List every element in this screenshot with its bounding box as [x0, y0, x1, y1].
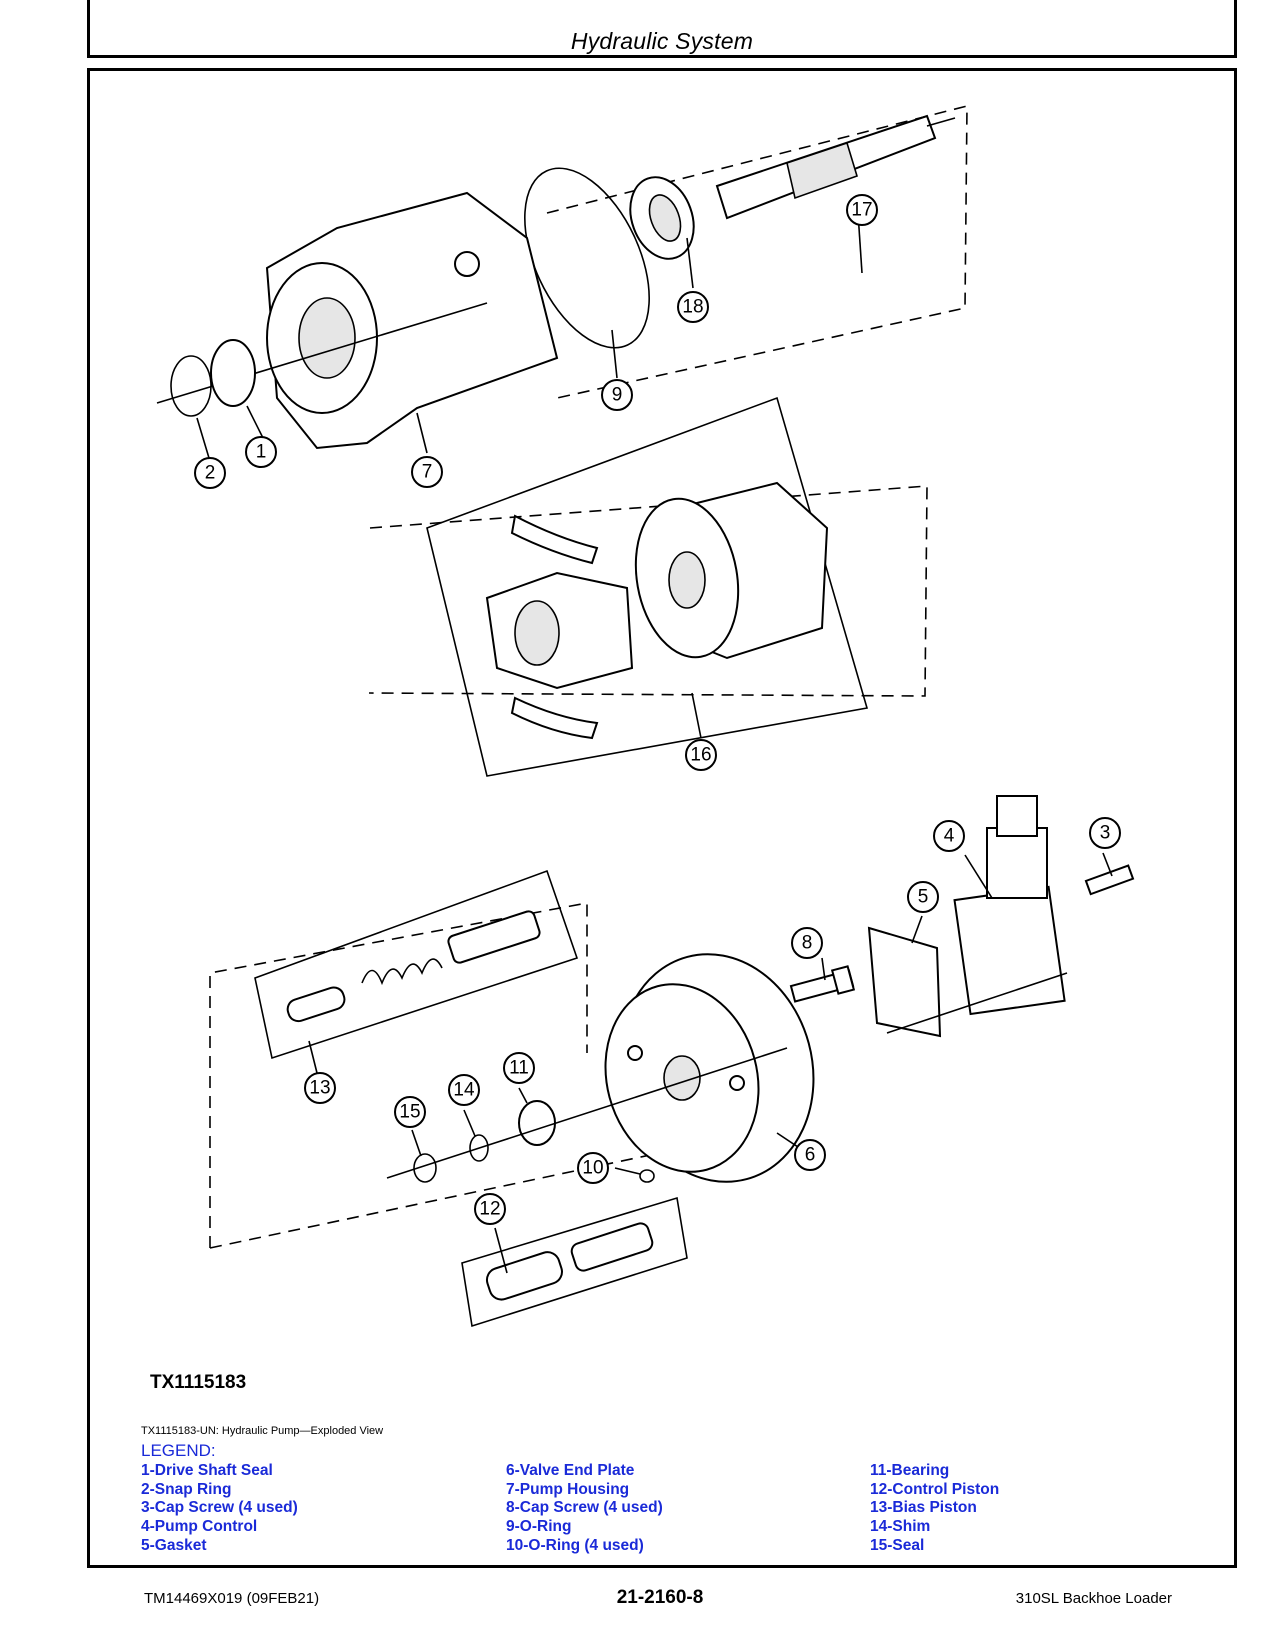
- control-piston-drawing: [485, 1222, 654, 1301]
- footer-doc-code: TM14469X019 (09FEB21): [144, 1590, 320, 1607]
- svg-text:6: 6: [805, 1145, 816, 1166]
- callout-8: 8: [791, 927, 823, 959]
- bias-piston-drawing: [286, 910, 541, 1023]
- svg-text:15: 15: [399, 1102, 420, 1123]
- svg-text:14: 14: [453, 1080, 475, 1101]
- svg-text:12: 12: [479, 1199, 500, 1220]
- bias-piston-box: [254, 869, 579, 1060]
- svg-text:16: 16: [690, 745, 711, 766]
- callout-16: 16: [685, 739, 717, 771]
- legend-item: 10-O-Ring (4 used): [506, 1536, 644, 1554]
- control-group-dashed-bottom: [209, 1142, 708, 1249]
- legend-item: 3-Cap Screw (4 used): [141, 1499, 298, 1517]
- legend-item: 11-Bearing: [870, 1462, 950, 1479]
- legend-item: 2-Snap Ring: [141, 1480, 232, 1498]
- callout-13: 13: [304, 1072, 336, 1104]
- swashplate-drawing: [485, 514, 634, 740]
- legend-item: 13-Bias Piston: [870, 1499, 977, 1517]
- control-group-dashed-box: [209, 902, 588, 1248]
- callout-4: 4: [933, 820, 965, 852]
- legend-heading: LEGEND:: [141, 1441, 216, 1460]
- callout-7: 7: [411, 456, 443, 488]
- callout-3: 3: [1089, 817, 1121, 849]
- svg-text:17: 17: [851, 200, 872, 221]
- cap-screw-8-drawing: [789, 965, 856, 1003]
- rotating-group-dashed-box: [368, 485, 928, 697]
- legend-item: 8-Cap Screw (4 used): [506, 1499, 663, 1517]
- gasket-drawing: [867, 926, 942, 1038]
- footer-machine: 310SL Backhoe Loader: [1015, 1590, 1172, 1607]
- shim-drawing: [469, 1134, 489, 1162]
- legend-item: 4-Pump Control: [141, 1518, 258, 1536]
- drive-shaft-seal-drawing: [210, 339, 256, 407]
- legend-column-1: 1-Drive Shaft Seal 2-Snap Ring 3-Cap Scr…: [141, 1462, 298, 1556]
- legend-item: 1-Drive Shaft Seal: [141, 1462, 273, 1479]
- svg-text:1: 1: [256, 442, 267, 463]
- upper-group-dashed-box: [546, 104, 968, 399]
- svg-text:8: 8: [802, 933, 813, 954]
- control-piston-box: [461, 1196, 688, 1328]
- callout-17: 17: [846, 194, 878, 226]
- callout-18: 18: [677, 291, 709, 323]
- bearing-drawing: [629, 176, 695, 260]
- figure-caption: TX1115183-UN: Hydraulic Pump—Exploded Vi…: [141, 1425, 384, 1437]
- callout-9: 9: [601, 379, 633, 411]
- svg-text:18: 18: [682, 297, 703, 318]
- exploded-view-drawing: 17 18 9 1 2 7 16 4 3 5 8 6 11 14 15 10 1…: [156, 104, 1135, 1328]
- callout-1: 1: [245, 436, 277, 468]
- legend-item: 7-Pump Housing: [506, 1480, 630, 1498]
- svg-text:13: 13: [309, 1078, 330, 1099]
- callout-15: 15: [394, 1096, 426, 1128]
- legend-item: 12-Control Piston: [870, 1480, 1000, 1498]
- legend-item: 6-Valve End Plate: [506, 1462, 635, 1479]
- small-o-ring-drawing: [639, 1169, 655, 1183]
- callout-2: 2: [194, 457, 226, 489]
- svg-text:2: 2: [205, 463, 216, 484]
- svg-text:3: 3: [1100, 823, 1111, 844]
- legend-item: 15-Seal: [870, 1536, 925, 1554]
- callout-5: 5: [907, 881, 939, 913]
- section-title: Hydraulic System: [570, 28, 754, 54]
- drive-shaft-drawing: [715, 114, 956, 220]
- callout-10: 10: [577, 1152, 609, 1184]
- legend-item: 14-Shim: [870, 1518, 931, 1536]
- seal-drawing: [413, 1153, 437, 1183]
- o-ring-drawing: [524, 167, 650, 349]
- callout-11: 11: [503, 1052, 535, 1084]
- snap-ring-drawing: [170, 355, 212, 417]
- callout-12: 12: [474, 1193, 506, 1225]
- legend-item: 5-Gasket: [141, 1536, 207, 1554]
- legend-column-2: 6-Valve End Plate 7-Pump Housing 8-Cap S…: [506, 1462, 663, 1556]
- legend-item: 9-O-Ring: [506, 1518, 572, 1536]
- pump-control-drawing: [953, 795, 1066, 1016]
- svg-text:7: 7: [422, 462, 433, 483]
- callout-6: 6: [794, 1139, 826, 1171]
- valve-end-plate-drawing: [604, 953, 815, 1183]
- footer-page-number: 21-2160-8: [616, 1587, 704, 1608]
- pump-housing-drawing: [156, 191, 559, 450]
- legend-column-3: 11-Bearing 12-Control Piston 13-Bias Pis…: [870, 1462, 999, 1556]
- svg-text:5: 5: [918, 887, 929, 908]
- figure-id-label: TX1115183: [150, 1372, 247, 1393]
- svg-text:11: 11: [509, 1058, 529, 1079]
- cylinder-block-drawing: [634, 481, 829, 660]
- svg-text:9: 9: [612, 385, 623, 406]
- figure-frame: [87, 68, 1237, 1568]
- header-frame: Hydraulic System: [87, 0, 1237, 58]
- callout-14: 14: [448, 1074, 480, 1106]
- cap-screw-3-drawing: [1084, 864, 1135, 896]
- svg-text:4: 4: [944, 826, 955, 847]
- bearing-small-drawing: [518, 1100, 556, 1146]
- svg-text:10: 10: [582, 1158, 603, 1179]
